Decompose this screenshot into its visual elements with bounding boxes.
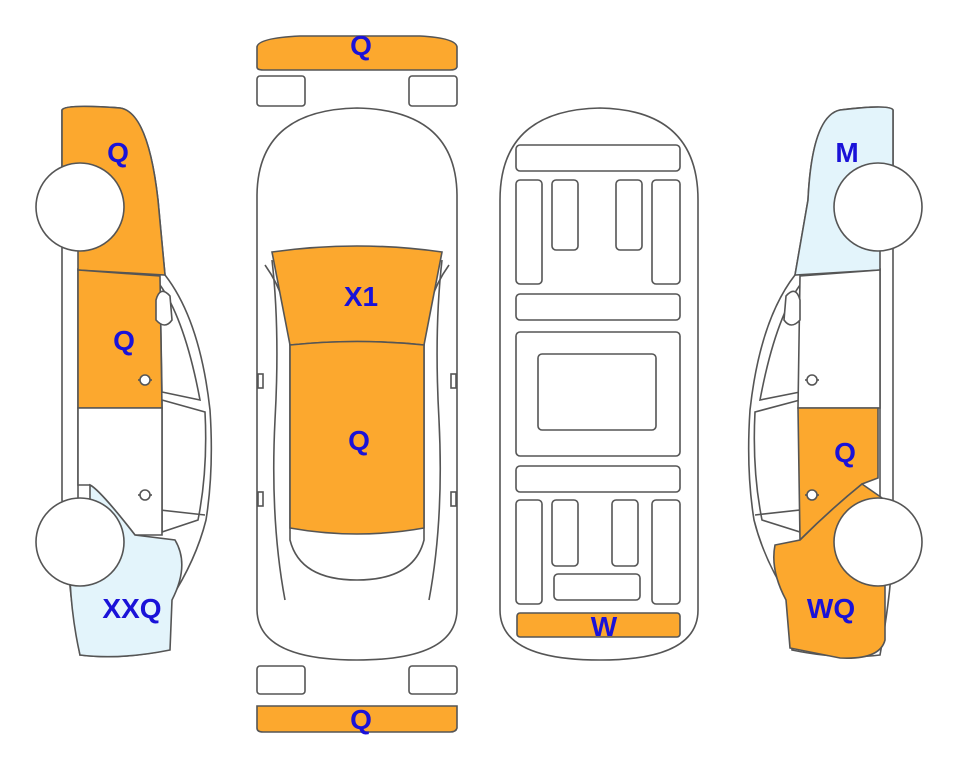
rear-bumper-panel[interactable]	[256, 705, 458, 733]
roof-panel[interactable]	[289, 340, 425, 535]
right-door-handle-icon	[805, 374, 819, 501]
front-bumper-label: Q	[350, 30, 372, 61]
roof-label: Q	[348, 425, 370, 456]
left-front-door-label: Q	[113, 325, 135, 356]
right-side-view: M Q WQ	[747, 106, 923, 659]
underbody-rear-label: W	[591, 611, 618, 642]
right-front-fender-label: M	[835, 137, 858, 168]
top-right-mirror	[450, 373, 457, 389]
underbody-view: W	[499, 107, 699, 661]
right-front-wheel-icon	[833, 162, 923, 252]
front-right-light	[408, 75, 458, 107]
top-view: Q X1 Q Q	[256, 30, 458, 735]
right-mirror-icon	[783, 290, 801, 326]
right-rear-wheel-icon	[833, 497, 923, 587]
front-bumper-panel[interactable]	[256, 35, 458, 71]
hood-label: X1	[344, 281, 378, 312]
rear-bumper-label: Q	[350, 704, 372, 735]
top-right-handle	[450, 491, 457, 507]
underbody-rear-panel[interactable]	[516, 612, 681, 638]
front-left-light	[256, 75, 306, 107]
right-rear-quarter-label: WQ	[807, 593, 855, 624]
top-left-handle	[257, 491, 264, 507]
top-left-mirror	[257, 373, 264, 389]
right-rear-door-label: Q	[834, 437, 856, 468]
left-side-view: Q Q XXQ	[35, 105, 213, 658]
rear-left-light	[256, 665, 306, 695]
left-front-fender-label: Q	[107, 137, 129, 168]
left-rear-wheel-icon	[35, 497, 125, 587]
right-front-door-panel[interactable]	[797, 269, 881, 409]
left-front-wheel-icon	[35, 162, 125, 252]
left-rear-quarter-label: XXQ	[102, 593, 161, 624]
left-mirror-icon	[155, 290, 173, 326]
rear-right-light	[408, 665, 458, 695]
left-door-handle-icon	[138, 374, 152, 501]
